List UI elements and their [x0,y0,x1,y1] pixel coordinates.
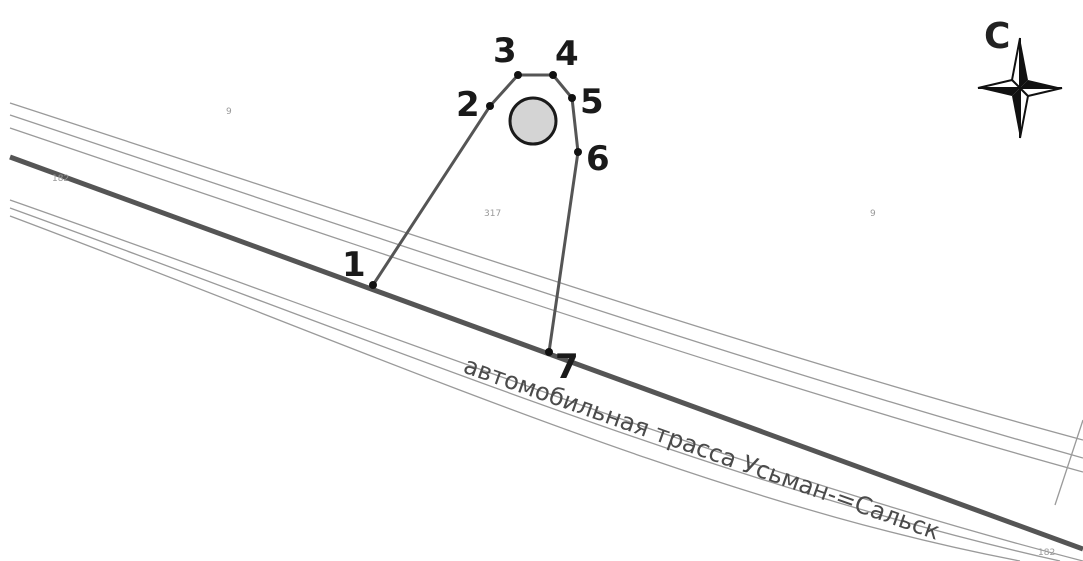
parcel-label-right: 9 [870,209,876,219]
boundary-point-3-label: 3 [493,31,517,71]
road-edge-line [9,114,1083,459]
road-edge-line [9,102,1083,441]
road-edges-lower [9,199,1083,561]
boundary-point-5-label: 5 [580,82,604,122]
boundary-point-2-dot [486,102,494,110]
boundary-point-dots [369,71,582,356]
road-label: автомобильная трасса Усьман-=Сальск [460,351,944,545]
boundary-point-7-label: 7 [555,347,579,387]
boundary-point-1-label: 1 [342,245,366,285]
boundary-point-5-dot [568,94,576,102]
north-compass: С [977,16,1063,139]
road-number-label-left: 182 [52,174,69,184]
boundary-point-4-dot [549,71,557,79]
compass-rose-icon [977,37,1063,139]
road-centerline [9,154,1083,552]
road-edges-upper [9,102,1083,473]
road-edge-line [9,127,1083,473]
boundary-point-4-label: 4 [555,34,579,74]
parcel-label-left: 9 [226,107,232,117]
boundary-point-6-dot [574,148,582,156]
parcel-label-center: 317 [484,209,501,219]
parcel-edge-line [1054,419,1083,506]
object-marker-circle [508,96,558,146]
road-edge-line [9,199,1083,561]
boundary-point-2-label: 2 [456,85,480,125]
compass-north-label: С [984,16,1010,57]
road-edge-line [9,215,1021,561]
boundary-point-3-dot [514,71,522,79]
boundary-point-6-label: 6 [586,139,610,179]
road-edge-line [9,207,1061,561]
boundary-point-1-dot [369,281,377,289]
boundary-point-7-dot [545,348,553,356]
road-number-label-right: 182 [1038,548,1055,558]
